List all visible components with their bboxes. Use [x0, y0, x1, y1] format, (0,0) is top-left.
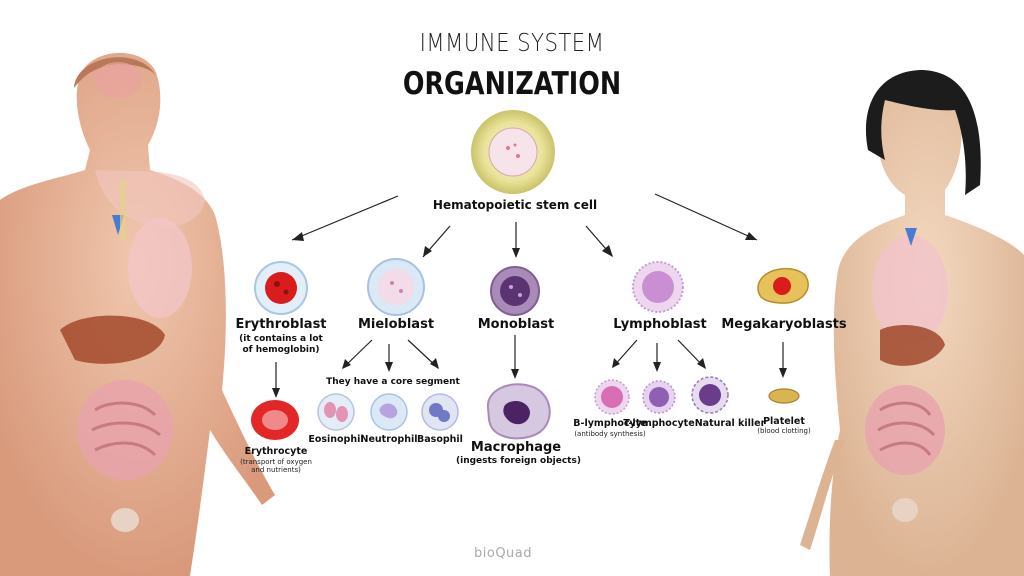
bioquad-logo: bioQuad [474, 546, 533, 561]
monoblast-label: Monoblast [477, 317, 555, 332]
mieloblast-label: Mieloblast [357, 317, 435, 332]
erythrocyte-label: Erythrocyte [244, 446, 308, 457]
macrophage-note: (ingests foreign objects) [456, 456, 581, 466]
megakaryoblasts-icon [757, 267, 809, 304]
natural-killer-label: Natural killer [694, 418, 766, 429]
erythrocyte-icon [251, 400, 299, 440]
basophil-label: Basophil [417, 434, 463, 445]
eosinophil-icon [317, 393, 355, 431]
hematopoietic-stem-cell-icon [471, 110, 555, 194]
eosinophil-label: Eosinophil [308, 434, 364, 445]
b-lymphocyte-icon [594, 379, 630, 415]
erythrocyte-note: (transport of oxygen and nutrients) [240, 458, 312, 474]
erythroblast-note: (it contains a lot of hemoglobin) [239, 334, 323, 355]
b-lymphocyte-note: (antibody synthesis) [574, 430, 646, 438]
basophil-icon [421, 393, 459, 431]
platelet-label: Platelet [763, 416, 805, 427]
neutrophil-label: Neutrophil [360, 434, 418, 445]
erythroblast-label: Erythroblast [235, 317, 327, 332]
arrow-to-erythroblast [291, 195, 399, 241]
monoblast-icon [490, 266, 540, 316]
b-lymphocyte-label: B-lymphocyte [573, 418, 647, 429]
mieloblast-note: They have a core segment [326, 377, 460, 387]
t-lymphocyte-icon [642, 380, 676, 414]
lymphoblast-icon [632, 261, 684, 313]
macrophage-label: Macrophage [470, 440, 562, 455]
mieloblast-icon [367, 258, 425, 316]
male-anatomy-figure [0, 52, 275, 576]
stem-cell-label: Hematopoietic stem cell [432, 198, 598, 212]
macrophage-icon [486, 383, 551, 440]
platelet-note: (blood clotting) [757, 427, 811, 435]
neutrophil-icon [370, 393, 408, 431]
erythroblast-icon [254, 261, 308, 315]
megakaryoblasts-label: Megakaryoblasts [721, 317, 847, 332]
natural-killer-icon [691, 376, 729, 414]
title-line2: ORGANIZATION [402, 66, 622, 102]
t-lymphocyte-label: T-lymphocyte [623, 418, 695, 429]
female-anatomy-figure [800, 70, 1024, 576]
arrow-to-megakaryoblasts [654, 193, 758, 241]
platelet-icon [768, 388, 800, 404]
title-line1: IMMUNE SYSTEM [419, 28, 605, 57]
arrowheads [272, 232, 787, 398]
lymphoblast-label: Lymphoblast [613, 317, 707, 332]
